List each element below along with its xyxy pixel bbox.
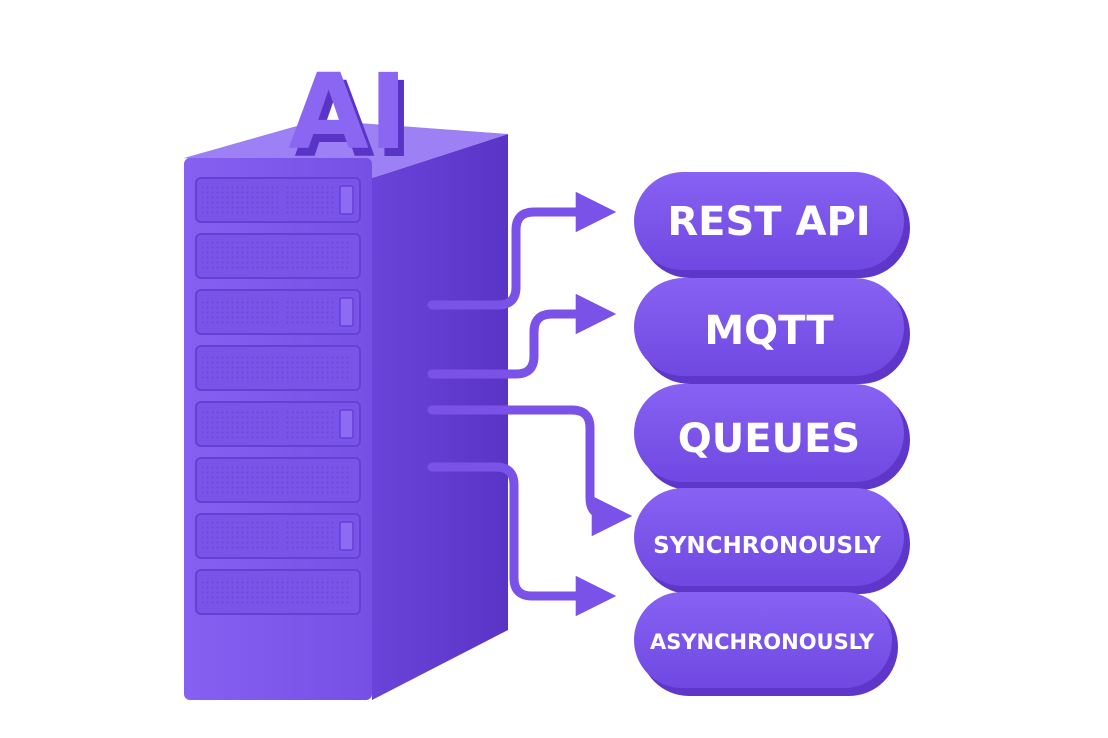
vent-grill	[202, 410, 278, 438]
bay-handle	[339, 521, 354, 551]
label-queues: QUEUES	[678, 416, 860, 462]
vent-grill	[284, 522, 336, 550]
server-side-face	[372, 134, 508, 700]
drive-bays	[195, 177, 361, 615]
label-pill-1: REST API	[634, 172, 910, 278]
bay-handle	[339, 297, 354, 327]
ai-logo: AI AI	[288, 51, 413, 181]
vent-grill	[284, 186, 336, 214]
connector-asynchronously	[427, 462, 617, 617]
label-mqtt: MQTT	[704, 308, 834, 354]
label-synchronously: SYNCHRONOUSLY	[653, 533, 881, 559]
vent-grill	[202, 186, 278, 214]
vent-grill	[202, 466, 352, 494]
vent-grill	[202, 354, 352, 382]
label-pill-3: QUEUES	[634, 384, 910, 490]
connectors	[427, 191, 633, 617]
bay-handle	[339, 185, 354, 215]
vent-grill	[284, 298, 336, 326]
connector-queues	[427, 405, 633, 537]
connector-rest-api	[427, 191, 617, 310]
label-pill-5: ASYNCHRONOUSLY	[634, 592, 898, 696]
connector-mqtt	[427, 293, 617, 379]
bay-handle	[339, 409, 354, 439]
ai-logo-text: AI	[288, 51, 407, 173]
vent-grill	[202, 298, 278, 326]
ai-logo-shadow: AI	[294, 59, 413, 181]
server-tower	[184, 120, 508, 700]
vent-grill	[284, 410, 336, 438]
label-rest-api: REST API	[667, 199, 870, 245]
vent-grill	[202, 522, 278, 550]
vent-grill	[202, 578, 352, 606]
label-pill-2: MQTT	[634, 278, 910, 384]
vent-grill	[202, 242, 352, 270]
label-pill-4: SYNCHRONOUSLY	[634, 488, 910, 594]
label-asynchronously: ASYNCHRONOUSLY	[650, 630, 875, 654]
